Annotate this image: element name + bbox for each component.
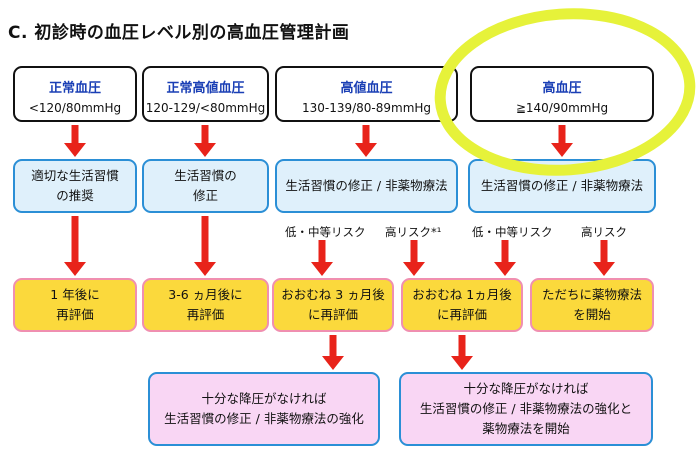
action-modify-lifestyle: 生活習慣の 修正 bbox=[142, 159, 269, 213]
arrow-highnormal-to-action bbox=[194, 125, 216, 157]
arrow-normal-to-action bbox=[64, 125, 86, 157]
category-elevated: 高値血圧 130-139/80-89mmHg bbox=[275, 66, 458, 122]
reevaluate-1-month: おおむね 1ヵ月後 に再評価 bbox=[401, 278, 523, 332]
arrow-high-risk-to-drug bbox=[593, 240, 615, 276]
category-high-normal: 正常高値血圧 120-129/<80mmHg bbox=[142, 66, 269, 122]
arrow-action-to-1-year bbox=[64, 216, 86, 276]
page-title: C. 初診時の血圧レベル別の高血圧管理計画 bbox=[8, 23, 350, 43]
followup-intensify-and-drug: 十分な降圧がなければ 生活習慣の修正 / 非薬物療法の強化と 薬物療法を開始 bbox=[399, 372, 653, 446]
arrow-group bbox=[64, 125, 615, 370]
arrow-1-month-to-followup bbox=[451, 335, 473, 370]
reevaluate-3-6-months: 3-6 ヵ月後に 再評価 bbox=[142, 278, 269, 332]
arrow-low-risk-to-3-months bbox=[311, 240, 333, 276]
followup-intensify-lifestyle: 十分な降圧がなければ 生活習慣の修正 / 非薬物療法の強化 bbox=[148, 372, 380, 446]
category-range: 120-129/<80mmHg bbox=[145, 101, 266, 115]
category-range: ≧140/90mmHg bbox=[515, 101, 609, 115]
action-nonpharm-elevated: 生活習慣の修正 / 非薬物療法 bbox=[275, 159, 458, 213]
highlight-circle bbox=[434, 8, 696, 176]
category-range: 130-139/80-89mmHg bbox=[301, 101, 432, 115]
arrow-3-months-to-followup bbox=[322, 335, 344, 370]
arrow-low-risk-to-1-month bbox=[494, 240, 516, 276]
category-name: 正常高値血圧 bbox=[166, 81, 245, 96]
category-name: 高血圧 bbox=[542, 81, 582, 96]
arrow-hypertension-to-action bbox=[551, 125, 573, 157]
risk-label-low-moderate: 低・中等リスク bbox=[472, 225, 553, 239]
action-recommend-lifestyle: 適切な生活習慣 の推奨 bbox=[13, 159, 137, 213]
risk-label-low-moderate: 低・中等リスク bbox=[285, 225, 366, 239]
category-hypertension: 高血圧 ≧140/90mmHg bbox=[470, 66, 654, 122]
arrow-action-to-3-6-months bbox=[194, 216, 216, 276]
arrow-elevated-to-action bbox=[355, 125, 377, 157]
category-name: 正常血圧 bbox=[48, 81, 101, 96]
risk-label-high: 高リスク*¹ bbox=[385, 225, 442, 239]
reevaluate-3-months: おおむね 3 ヵ月後 に再評価 bbox=[272, 278, 394, 332]
arrow-high-risk-to-1-month bbox=[403, 240, 425, 276]
risk-label-high: 高リスク bbox=[581, 225, 627, 239]
start-drug-therapy: ただちに薬物療法 を開始 bbox=[530, 278, 654, 332]
category-range: <120/80mmHg bbox=[28, 101, 122, 115]
category-name: 高値血圧 bbox=[340, 81, 393, 96]
category-normal: 正常血圧 <120/80mmHg bbox=[13, 66, 137, 122]
reevaluate-1-year: 1 年後に 再評価 bbox=[13, 278, 137, 332]
